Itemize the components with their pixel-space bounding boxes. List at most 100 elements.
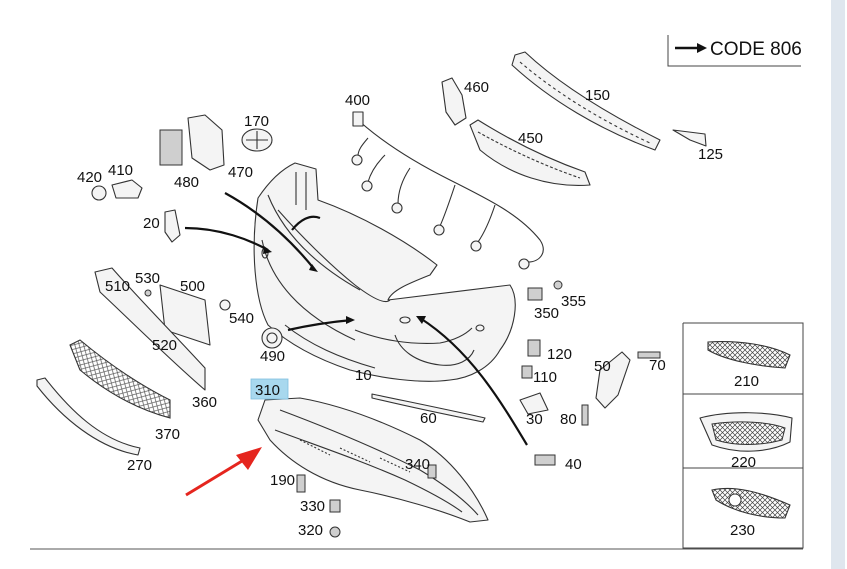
upper-trims — [441, 51, 707, 186]
bumper-lower-lip — [284, 324, 376, 369]
code-806-box: CODE 806 — [667, 35, 802, 67]
leader-arrow — [224, 192, 316, 271]
sensor-plug — [433, 224, 445, 236]
part-label-490: 490 — [260, 348, 285, 365]
sensor-ring-420 — [91, 185, 107, 201]
part-label-50: 50 — [594, 358, 611, 375]
lower-left-parts — [36, 267, 231, 456]
sensor-plug — [361, 180, 373, 192]
radar-480 — [159, 129, 183, 166]
fog-pocket-edge — [394, 334, 475, 366]
emblem-group — [159, 114, 273, 171]
shield-detail — [299, 439, 411, 473]
grille-opening-edge — [277, 209, 391, 303]
sensor-hole — [475, 324, 485, 332]
part-label-120: 120 — [547, 346, 572, 363]
code-box-frame — [667, 35, 801, 67]
harness-branch — [439, 184, 456, 227]
right-side-parts — [371, 280, 661, 466]
clip-80 — [581, 404, 589, 426]
strip-60 — [371, 393, 486, 423]
part-label-400: 400 — [345, 92, 370, 109]
underbody-panel — [257, 397, 489, 538]
leader-arrow-head-icon — [309, 264, 318, 272]
harness-connector — [352, 111, 364, 127]
grille-210 — [707, 341, 791, 369]
part-label-320: 320 — [298, 522, 323, 539]
part-labels: 400 460 150 450 125 170 470 480 410 420 … — [77, 79, 759, 539]
part-label-20: 20 — [143, 215, 160, 232]
clip-530 — [144, 289, 152, 297]
part-label-480: 480 — [174, 174, 199, 191]
grille-frame-360 — [94, 267, 206, 391]
bumper-crease — [267, 194, 361, 291]
part-label-10: 10 — [355, 367, 372, 384]
part-label-270: 270 — [127, 457, 152, 474]
trim-strip-270 — [36, 377, 141, 456]
harness-branch — [367, 154, 386, 183]
variant-panel-frame — [682, 322, 804, 549]
bumper-cover-shape — [253, 162, 516, 382]
part-label-355: 355 — [561, 293, 586, 310]
leader-arrow-head-icon — [346, 316, 355, 324]
part-label-520: 520 — [152, 337, 177, 354]
code-label: CODE 806 — [710, 39, 802, 60]
part-label-125: 125 — [698, 146, 723, 163]
harness-main — [357, 119, 544, 263]
part-label-420: 420 — [77, 169, 102, 186]
emblem-detail — [246, 131, 268, 149]
clip-110 — [521, 365, 533, 379]
trim-150-shape — [511, 51, 661, 151]
variant-parts — [699, 341, 793, 519]
part-label-60: 60 — [420, 410, 437, 427]
grille-mesh-370 — [69, 339, 171, 419]
trim-125-shape — [672, 129, 707, 147]
part-label-150: 150 — [585, 87, 610, 104]
part-label-190: 190 — [270, 472, 295, 489]
part-label-330: 330 — [300, 498, 325, 515]
part-label-30: 30 — [526, 411, 543, 428]
leader-arrow — [287, 318, 353, 332]
sensor-490 — [261, 327, 283, 349]
part-label-460: 460 — [464, 79, 489, 96]
part-label-500: 500 — [180, 278, 205, 295]
highlight-310-box — [250, 378, 289, 400]
part-label-310: 310 — [255, 382, 280, 399]
bracket-20 — [164, 209, 181, 243]
part-label-470: 470 — [228, 164, 253, 181]
leader-arrow — [184, 226, 269, 251]
harness-branch — [357, 137, 369, 157]
shield-rib — [279, 409, 479, 516]
part-label-340: 340 — [405, 456, 430, 473]
part-label-170: 170 — [244, 113, 269, 130]
trim-150-detail — [519, 61, 651, 144]
red-pointer-arrow-icon — [185, 447, 262, 497]
bumper-crease — [261, 239, 356, 341]
bumper-cover — [253, 162, 516, 382]
part-label-530: 530 — [135, 270, 160, 287]
tow-cover-detail — [295, 172, 307, 210]
part-label-360: 360 — [192, 394, 217, 411]
screw-70 — [637, 351, 661, 359]
part-label-450: 450 — [518, 130, 543, 147]
fog-surround-230 — [711, 487, 791, 519]
sensors — [91, 179, 283, 349]
harness-branch — [477, 204, 496, 243]
leader-arrow-head-icon — [416, 316, 426, 324]
part-label-80: 80 — [560, 411, 577, 428]
leader-arrow — [291, 215, 321, 231]
plate-bracket-500 — [159, 284, 211, 346]
harness-branch — [397, 167, 411, 205]
part-label-70: 70 — [649, 357, 666, 374]
part-label-210: 210 — [734, 373, 759, 390]
sensor-hole — [399, 316, 411, 324]
code-arrow-head-icon — [697, 43, 707, 53]
trim-450-detail — [477, 131, 581, 179]
screw-320 — [329, 526, 341, 538]
part-label-40: 40 — [565, 456, 582, 473]
red-arrow-head-icon — [236, 447, 262, 470]
leader-arrow — [419, 317, 528, 446]
part-label-370: 370 — [155, 426, 180, 443]
red-arrow-shaft — [185, 456, 248, 497]
fog-surround-220-mesh — [711, 421, 786, 445]
